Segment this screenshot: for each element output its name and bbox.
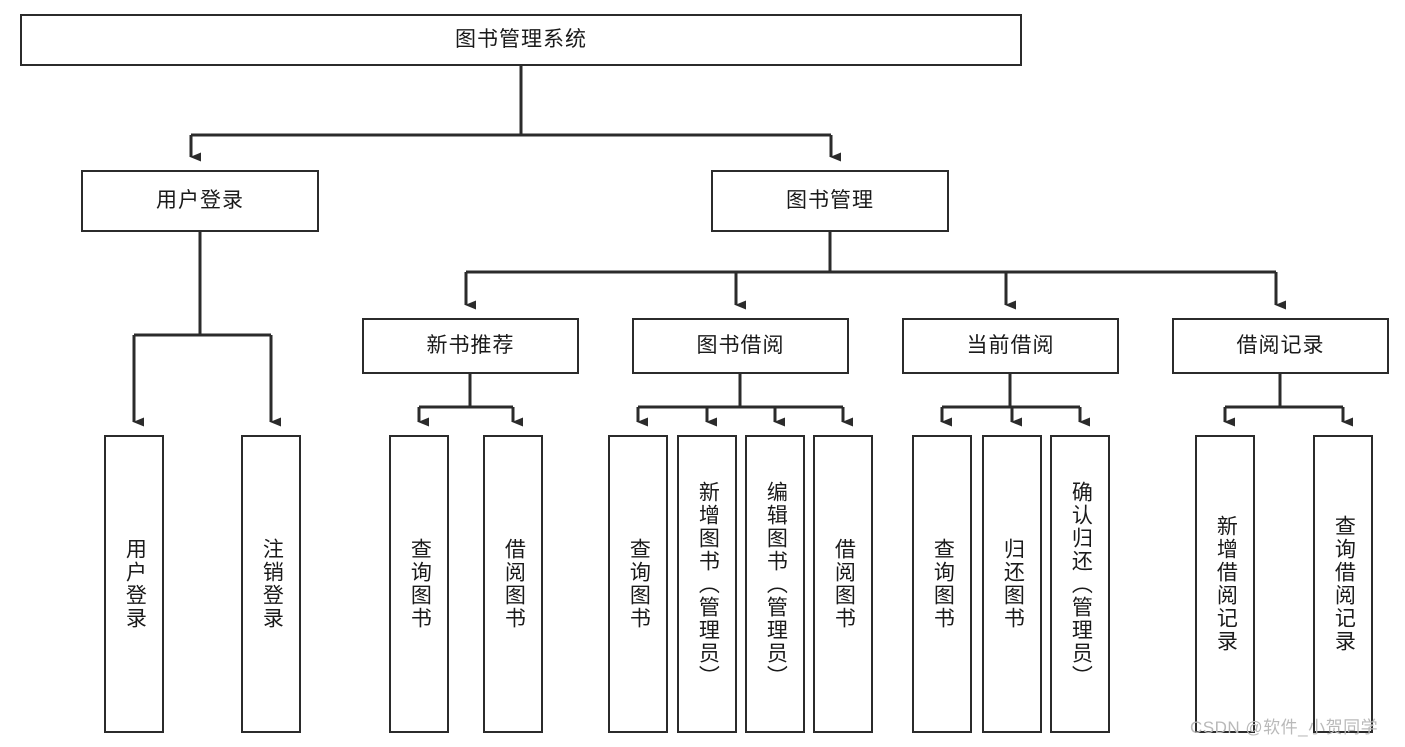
node-borrow[interactable]: 图书借阅 [632, 318, 849, 374]
node-root[interactable]: 图书管理系统 [20, 14, 1022, 66]
node-label: 新书推荐 [426, 334, 515, 358]
node-leaf-logout[interactable]: 注销登录 [241, 435, 301, 733]
node-label: 查询图书 [627, 538, 651, 630]
node-label: 图书管理 [786, 189, 874, 213]
node-leaf-q2[interactable]: 查询图书 [608, 435, 668, 733]
watermark-text: CSDN @软件_小贺同学 [1190, 718, 1379, 737]
node-label: 查询图书 [408, 538, 432, 630]
node-label: 编辑图书（管理员） [764, 480, 788, 688]
node-label: 查询图书 [931, 538, 955, 630]
node-label: 归还图书 [1001, 538, 1025, 630]
node-label: 当前借阅 [966, 334, 1055, 358]
node-login[interactable]: 用户登录 [81, 170, 319, 232]
node-label: 新增借阅记录 [1214, 515, 1238, 653]
node-label: 用户登录 [156, 189, 244, 213]
node-leaf-b1[interactable]: 借阅图书 [483, 435, 543, 733]
node-label: 借阅图书 [502, 538, 526, 630]
node-leaf-ret[interactable]: 归还图书 [982, 435, 1042, 733]
node-label: 图书管理系统 [455, 28, 587, 52]
node-leaf-edit[interactable]: 编辑图书（管理员） [745, 435, 805, 733]
node-label: 借阅图书 [832, 538, 856, 630]
node-label: 用户登录 [123, 538, 147, 630]
node-current[interactable]: 当前借阅 [902, 318, 1119, 374]
node-label: 注销登录 [260, 538, 284, 630]
node-label: 新增图书（管理员） [696, 480, 720, 688]
node-leaf-q1[interactable]: 查询图书 [389, 435, 449, 733]
node-leaf-conf[interactable]: 确认归还（管理员） [1050, 435, 1110, 733]
node-leaf-q3[interactable]: 查询图书 [912, 435, 972, 733]
node-leaf-add[interactable]: 新增图书（管理员） [677, 435, 737, 733]
node-records[interactable]: 借阅记录 [1172, 318, 1389, 374]
node-newbook[interactable]: 新书推荐 [362, 318, 579, 374]
node-label: 图书借阅 [696, 334, 785, 358]
node-leaf-addrec[interactable]: 新增借阅记录 [1195, 435, 1255, 733]
node-bookmgmt[interactable]: 图书管理 [711, 170, 949, 232]
node-label: 借阅记录 [1236, 334, 1325, 358]
node-leaf-qrec[interactable]: 查询借阅记录 [1313, 435, 1373, 733]
node-leaf-login[interactable]: 用户登录 [104, 435, 164, 733]
node-leaf-b2[interactable]: 借阅图书 [813, 435, 873, 733]
node-label: 查询借阅记录 [1332, 515, 1356, 653]
node-label: 确认归还（管理员） [1069, 480, 1093, 688]
